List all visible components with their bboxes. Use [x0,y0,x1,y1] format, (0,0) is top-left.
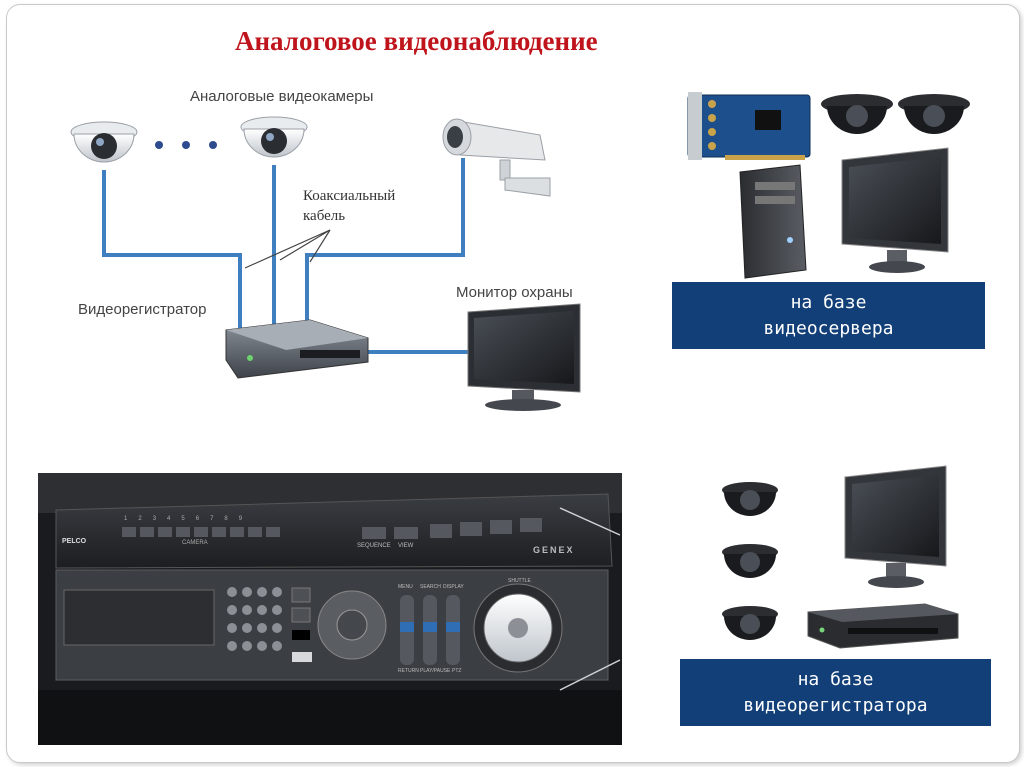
server-based-box: на базе видеосервера [672,282,985,349]
server-box-line2: видеосервера [672,316,985,342]
cameras-label: Аналоговые видеокамеры [190,88,373,105]
panel-return-label: RETURN [398,668,419,674]
dvr-device-icon [808,604,958,648]
panel-shuttle-label: SHUTTLE [508,578,531,584]
panel-playpause-label: PLAY/PAUSE [420,668,450,674]
panel-channel-number: 4 [167,516,170,522]
panel-menu-label: MENU [398,584,413,590]
dome-camera-icon [898,94,970,134]
panel-channel-number: 2 [138,516,141,522]
panel-channel-number: 9 [239,516,242,522]
ellipsis-dots [155,141,217,149]
monitor-label: Монитор охраны [456,284,573,301]
panel-channel-number: 3 [153,516,156,522]
cable-label-line2: кабель [303,208,345,225]
panel-channel-number: 6 [196,516,199,522]
panel-channel-number: 8 [224,516,227,522]
dome-camera-icon [241,117,307,157]
dome-camera-icon [722,544,778,578]
panel-channel-number: 7 [210,516,213,522]
dvr-device-icon [226,320,368,378]
panel-view-label: VIEW [398,543,413,549]
capture-card-icon [688,92,810,160]
security-monitor-icon [468,304,580,411]
monitor-icon [845,466,946,588]
panel-channel-numbers: 1 2 3 4 5 6 7 8 9 [124,516,242,522]
recorder-label: Видеорегистратор [78,301,206,318]
panel-ptz-label: PTZ [452,668,461,674]
server-tower-icon [740,165,806,278]
panel-camera-label: CAMERA [182,540,208,546]
dome-camera-icon [821,94,893,134]
dome-camera-icon [722,482,778,516]
panel-channel-number: 5 [181,516,184,522]
panel-sequence-label: SEQUENCE [357,543,391,549]
bullet-camera-icon [443,119,550,196]
cable-label-line1: Коаксиальный [303,188,395,205]
dome-camera-icon [71,122,137,162]
dvr-box-line2: видеорегистратора [680,693,991,719]
panel-maker: GENEX [533,545,575,555]
panel-search-label: SEARCH [420,584,441,590]
dvr-based-box: на базе видеорегистратора [680,659,991,726]
cable-pointers [245,230,330,268]
dvr-box-line1: на базе [680,667,991,693]
server-box-line1: на базе [672,290,985,316]
dvr-front-panel-photo [38,473,622,745]
panel-channel-number: 1 [124,516,127,522]
monitor-icon [842,148,948,273]
panel-brand: PELCO [62,538,86,545]
dome-camera-icon [722,606,778,640]
panel-display-label: DISPLAY [443,584,464,590]
